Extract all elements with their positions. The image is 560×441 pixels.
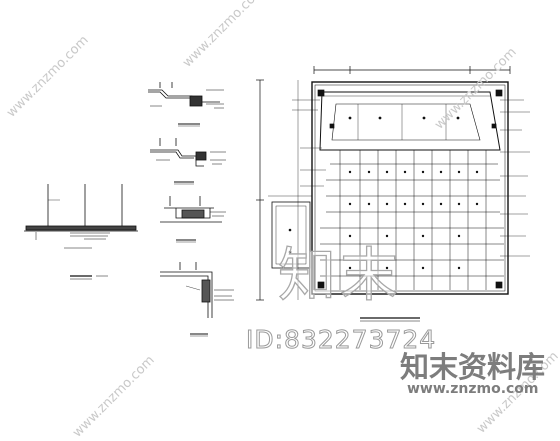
- ceiling-plan: [256, 66, 530, 301]
- cad-drawing-sheet: [24, 66, 530, 337]
- brand-url: www.znzmo.com: [407, 381, 539, 397]
- drawing-id-watermark: ID:832273724: [245, 325, 437, 355]
- section-title-1: [70, 275, 108, 280]
- node-detail-3: [160, 196, 226, 243]
- node-detail-2: [150, 138, 226, 185]
- center-watermark: 知末: [277, 240, 403, 309]
- brand-logo-text: 知末资料库: [400, 350, 546, 384]
- plan-title: [360, 317, 420, 322]
- node-detail-4: [160, 262, 234, 337]
- ceiling-section-detail: [24, 184, 138, 249]
- light-fixtures: [348, 116, 479, 270]
- node-detail-1: [148, 82, 224, 127]
- annex-room: [268, 195, 312, 269]
